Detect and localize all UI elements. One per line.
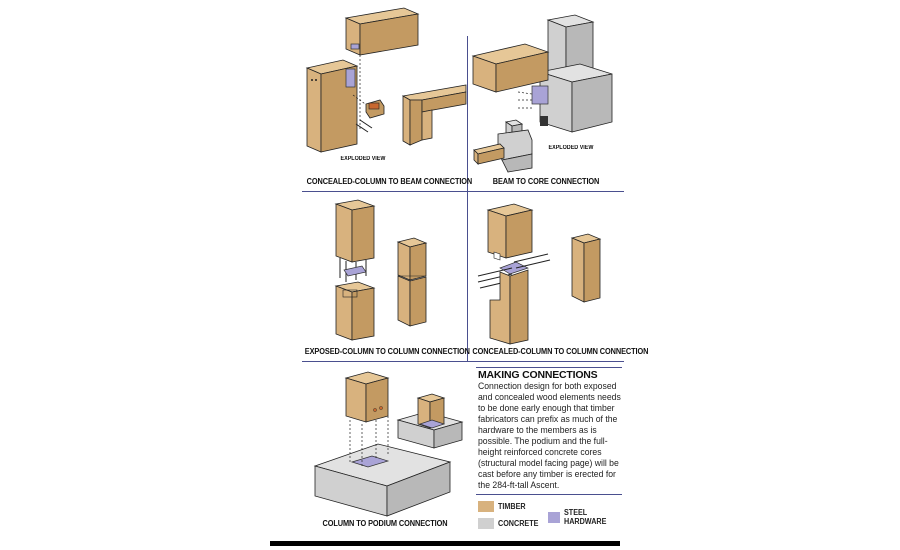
legend-concrete-swatch xyxy=(478,518,494,529)
exploded-view-label-2: EXPLODED VIEW xyxy=(548,145,594,151)
row-divider-1 xyxy=(302,191,624,192)
exploded-view-label-1: EXPLODED VIEW xyxy=(340,156,386,162)
legend-steel-label: STEEL HARDWARE xyxy=(564,508,607,526)
sidebar-title: MAKING CONNECTIONS xyxy=(478,369,598,381)
caption-concealed-column-to-beam: CONCEALED-COLUMN TO BEAM CONNECTION xyxy=(306,177,473,186)
exposed-column-column-drawing xyxy=(334,199,428,341)
row-divider-2 xyxy=(302,361,624,362)
legend-concrete-label: CONCRETE xyxy=(498,519,539,528)
bottom-rule xyxy=(270,541,620,546)
legend-concrete: CONCRETE xyxy=(478,518,543,529)
sidebar-body: Connection design for both exposed and c… xyxy=(478,381,621,490)
column-to-podium-drawing xyxy=(313,371,464,517)
caption-beam-to-core: BEAM TO CORE CONNECTION xyxy=(492,177,600,186)
sidebar-title-rule xyxy=(476,367,622,368)
legend-timber-swatch xyxy=(478,501,494,512)
legend-steel: STEEL HARDWARE xyxy=(548,508,611,526)
beam-to-core-drawing xyxy=(471,14,613,173)
legend-timber: TIMBER xyxy=(478,501,529,512)
legend-steel-swatch xyxy=(548,511,560,523)
caption-concealed-column-to-column: CONCEALED-COLUMN TO COLUMN CONNECTION xyxy=(472,347,649,356)
legend-rule xyxy=(476,494,622,495)
caption-column-to-podium: COLUMN TO PODIUM CONNECTION xyxy=(322,519,448,528)
legend-timber-label: TIMBER xyxy=(498,502,526,511)
vertical-divider xyxy=(467,36,468,361)
concealed-column-beam-drawing xyxy=(305,7,467,153)
caption-exposed-column-to-column: EXPOSED-COLUMN TO COLUMN CONNECTION xyxy=(304,347,470,356)
concealed-column-column-drawing xyxy=(477,203,602,345)
